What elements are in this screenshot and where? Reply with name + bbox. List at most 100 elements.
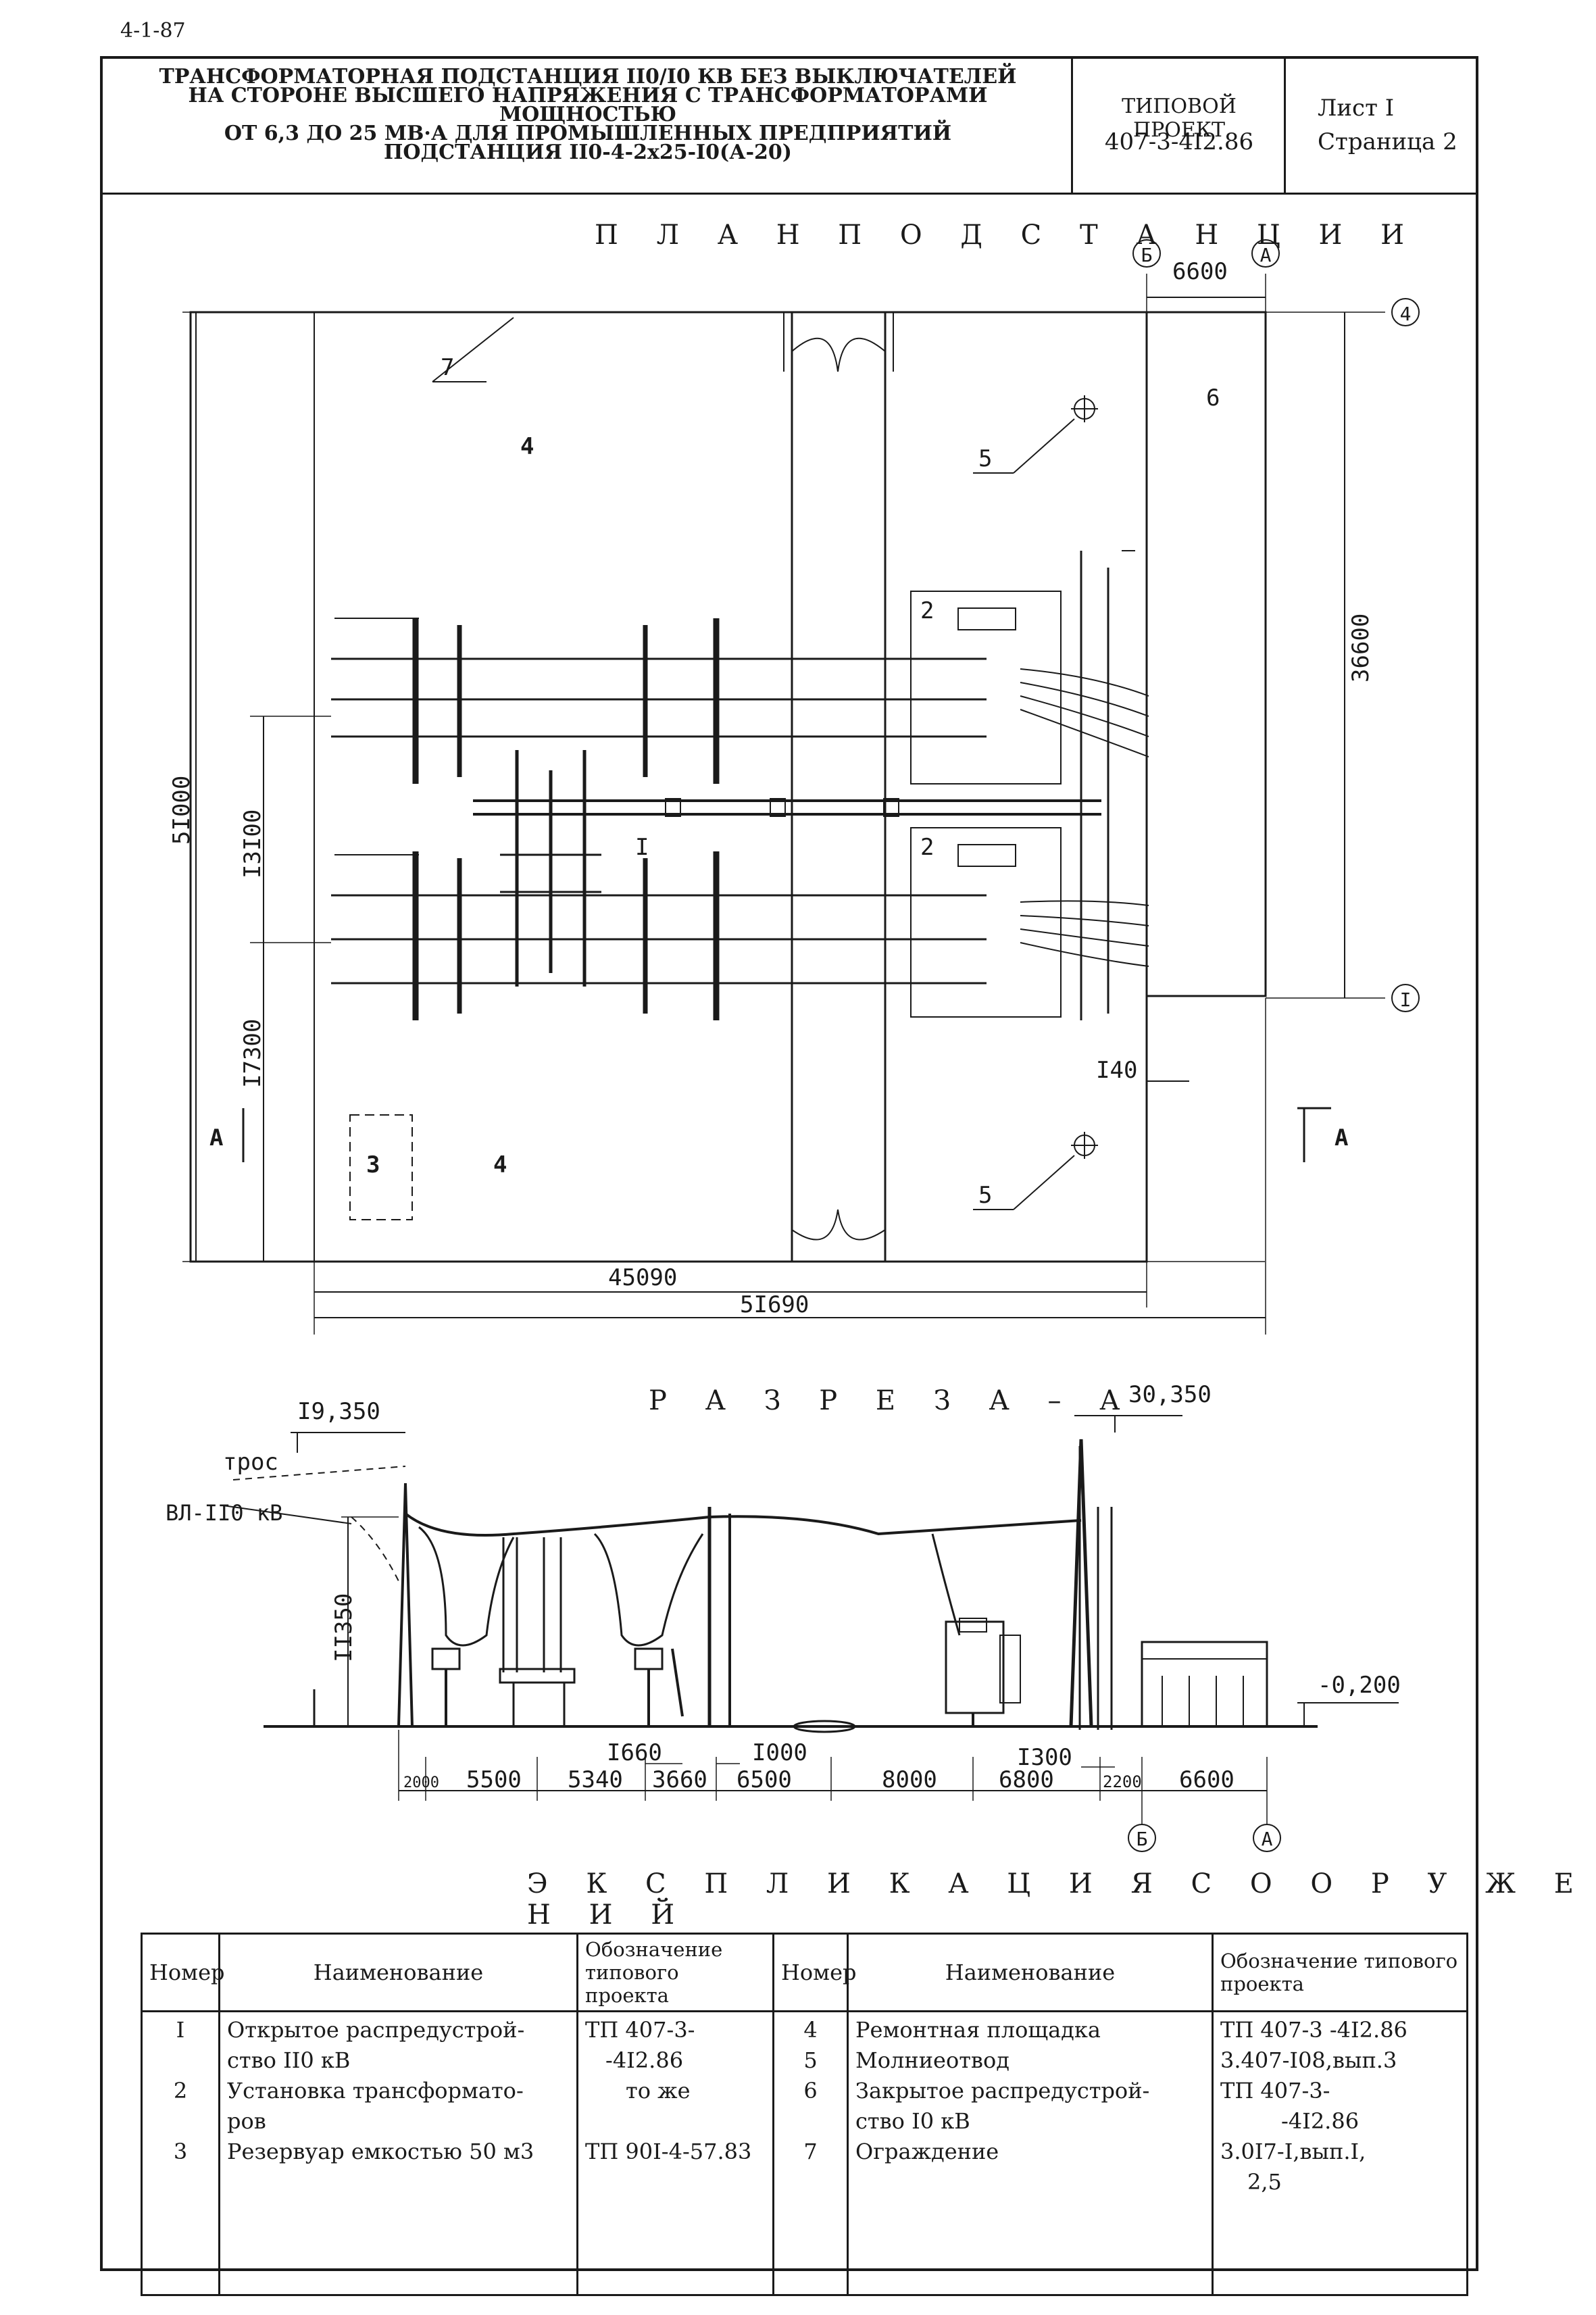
row-name: Молниеотвод xyxy=(855,2047,1009,2073)
row-name: Открытое распредустрой- xyxy=(227,2017,525,2043)
row-name: Резервуар емкостью 50 м3 xyxy=(227,2139,534,2164)
dim-6600: 6600 xyxy=(1179,1766,1235,1793)
dim-8000: 8000 xyxy=(882,1766,937,1793)
dim-3660: 3660 xyxy=(652,1766,707,1793)
axis-label-a: А xyxy=(1260,244,1272,266)
names-left: Открытое распредустрой- ство II0 кВ Уста… xyxy=(218,2010,578,2296)
callout-7: 7 xyxy=(441,354,454,381)
dim-6800: 6800 xyxy=(999,1766,1054,1793)
dim-51000: 5I000 xyxy=(168,776,195,845)
axis-a-bubble xyxy=(1251,239,1280,268)
explication-heading: Э К С П Л И К А Ц И Я С О О Р У Ж Е Н И … xyxy=(527,1868,1589,1931)
transformer-body xyxy=(945,1620,1005,1714)
row-code: ТП 407-3- xyxy=(1220,2078,1330,2104)
header-name: Наименование xyxy=(847,1933,1214,2012)
row-name: ство II0 кВ xyxy=(227,2047,351,2073)
row-code: 2,5 xyxy=(1247,2169,1282,2195)
row-number: I xyxy=(176,2017,185,2043)
numbers-left: I 2 3 xyxy=(141,2010,220,2296)
row-name: Ремонтная площадка xyxy=(855,2017,1101,2043)
transformer-installation-2-upper xyxy=(910,591,1062,785)
document-title: ТРАНСФОРМАТОРНАЯ ПОДСТАНЦИЯ II0/I0 КВ БЕ… xyxy=(108,67,1068,164)
callout-5-lower: 5 xyxy=(978,1182,992,1209)
dim-2200: 2200 xyxy=(1103,1772,1142,1791)
dim-6500: 6500 xyxy=(737,1766,792,1793)
row-number: 2 xyxy=(173,2078,188,2104)
dim-51690: 5I690 xyxy=(740,1291,809,1318)
title-line: ОТ 6,3 ДО 25 МВ·А ДЛЯ ПРОМЫШЛЕННЫХ ПРЕДП… xyxy=(224,122,952,145)
dim-1000: I000 xyxy=(752,1739,807,1766)
elevation-ground: -0,200 xyxy=(1318,1672,1401,1699)
row-code: -4I2.86 xyxy=(1281,2108,1360,2134)
callout-2-upper: 2 xyxy=(920,597,934,624)
row-name: Ограждение xyxy=(855,2139,999,2164)
row-number: 5 xyxy=(803,2047,818,2073)
dim-36600: 36600 xyxy=(1347,614,1374,682)
row-name: ров xyxy=(227,2108,266,2134)
row-number: 7 xyxy=(803,2139,818,2164)
row-name: ство I0 кВ xyxy=(855,2108,970,2134)
row-name: Установка трансформато- xyxy=(227,2078,524,2104)
sheet-label: Лист I xyxy=(1318,95,1395,122)
page-label: Страница 2 xyxy=(1318,128,1457,155)
row-number: 4 xyxy=(803,2017,818,2043)
header-project-code: Обозначение типового проекта xyxy=(1212,1933,1468,2012)
dim-13100: I3I00 xyxy=(239,810,266,878)
project-number: 407-3-4I2.86 xyxy=(1104,128,1254,155)
right-tower xyxy=(1069,1439,1093,1727)
dim-45090: 45090 xyxy=(608,1264,677,1291)
table-row: I 2 3 Открытое распредустрой- ство II0 к… xyxy=(141,2010,1468,2296)
callout-6: 6 xyxy=(1206,384,1220,412)
row-code: ТП 407-3 -4I2.86 xyxy=(1220,2017,1407,2043)
table-header-row: Номер Наименование Обозначение типового … xyxy=(141,1933,1468,2012)
dim-height: II350 xyxy=(330,1593,357,1662)
callout-3: 3 xyxy=(366,1151,380,1178)
axis-label-4: 4 xyxy=(1400,303,1412,325)
section-heading: Р А З Р Е З А – А xyxy=(649,1385,1135,1416)
row-code: ТП 90I-4-57.83 xyxy=(585,2139,752,2164)
left-tower xyxy=(397,1483,414,1727)
row-code: -4I2.86 xyxy=(605,2047,684,2073)
header-number: Номер xyxy=(141,1933,224,2012)
axis-b-bubble xyxy=(1132,239,1161,268)
callout-1: I xyxy=(635,834,649,861)
section-mark-right: А xyxy=(1335,1124,1348,1151)
dim-6600-plan: 6600 xyxy=(1172,258,1228,285)
row-name: Закрытое распредустрой- xyxy=(855,2078,1150,2104)
section-mark-left: А xyxy=(209,1124,223,1151)
dim-2000: 2000 xyxy=(403,1774,439,1791)
dim-1300: I300 xyxy=(1017,1744,1072,1771)
axis-label-b-section: Б xyxy=(1137,1828,1148,1850)
title-block-sheet xyxy=(1284,56,1478,195)
title-line: НА СТОРОНЕ ВЫСШЕГО НАПРЯЖЕНИЯ С ТРАНСФОР… xyxy=(188,84,988,126)
codes-right: ТП 407-3 -4I2.86 3.407-I08,вып.3 ТП 407-… xyxy=(1212,2010,1468,2296)
header-number: Номер xyxy=(772,1933,856,2012)
row-number: 6 xyxy=(803,2078,818,2104)
project-label: ТИПОВОЙ ПРОЕКТ xyxy=(1122,95,1237,142)
title-line: ПОДСТАНЦИЯ II0-4-2x25-I0(А-20) xyxy=(384,141,792,164)
row-code: 3.407-I08,вып.3 xyxy=(1220,2047,1397,2073)
codes-left: ТП 407-3- -4I2.86 то же ТП 90I-4-57.83 xyxy=(576,2010,774,2296)
row-code: то же xyxy=(626,2078,691,2104)
dim-17300: I7300 xyxy=(239,1019,266,1088)
overhead-cable xyxy=(404,1512,1082,1537)
row-code: ТП 407-3- xyxy=(585,2017,695,2043)
elevation-right: 30,350 xyxy=(1128,1381,1212,1408)
callout-2-lower: 2 xyxy=(920,834,934,861)
callout-4-upper: 4 xyxy=(520,433,534,460)
explication-table: Номер Наименование Обозначение типового … xyxy=(141,1933,1468,2296)
axis-1-bubble xyxy=(1391,984,1420,1012)
plan-heading: П Л А Н П О Д С Т А Н Ц И И xyxy=(595,220,1420,251)
dim-1660: I660 xyxy=(607,1739,662,1766)
header-name: Наименование xyxy=(218,1933,578,2012)
row-number: 3 xyxy=(173,2139,188,2164)
dim-5340: 5340 xyxy=(568,1766,623,1793)
axis-label-1: I xyxy=(1400,989,1412,1011)
names-right: Ремонтная площадка Молниеотвод Закрытое … xyxy=(847,2010,1214,2296)
reservoir-3 xyxy=(349,1114,413,1220)
label-overhead-line: ВЛ-II0 кВ xyxy=(166,1500,282,1526)
axis-4-bubble xyxy=(1391,298,1420,326)
dim-5500: 5500 xyxy=(466,1766,522,1793)
